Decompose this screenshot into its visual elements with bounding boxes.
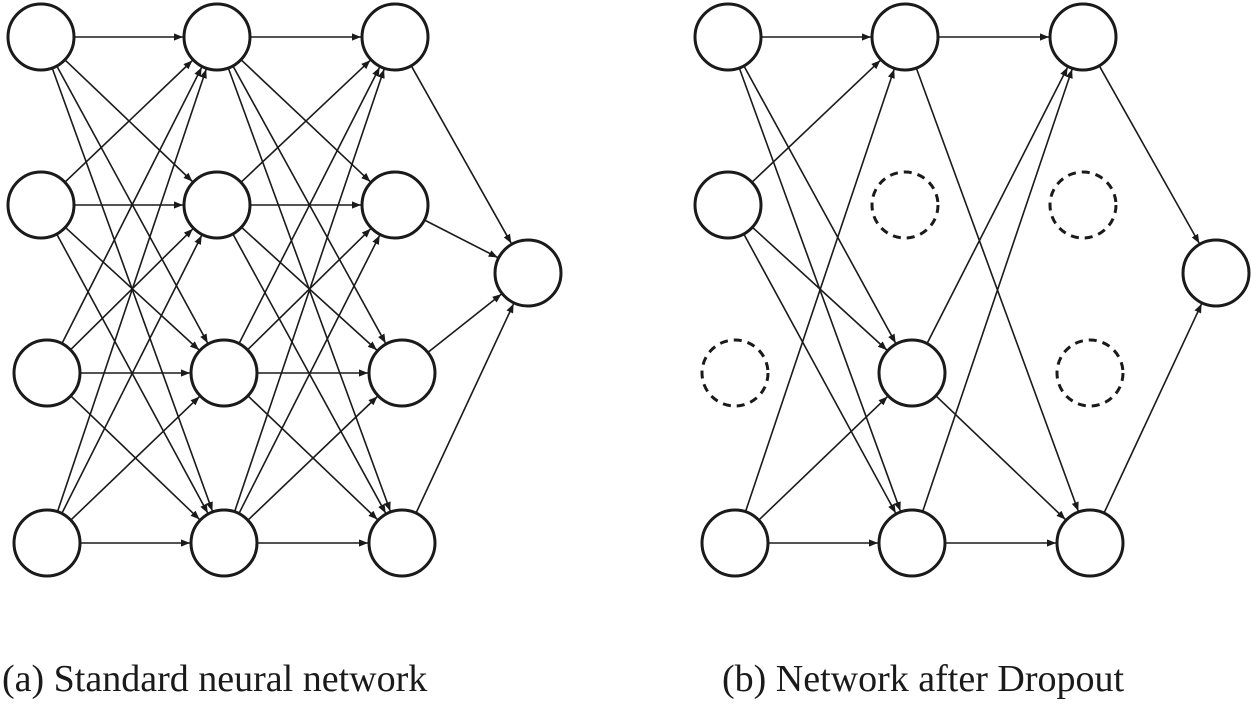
dropout-neuron-L1n0 xyxy=(870,2,940,72)
dropout-connection-L0n3-L1n0 xyxy=(744,68,895,512)
dropout-neuron-L3n0 xyxy=(1181,238,1251,308)
standard-neuron-L1n3 xyxy=(189,508,259,578)
standard-neuron-L2n0 xyxy=(360,2,430,72)
standard-connection-L0n2-L1n0 xyxy=(61,66,203,344)
standard-connection-L1n2-L2n0 xyxy=(238,66,381,344)
dropout-connection-L1n2-L2n0 xyxy=(926,66,1069,344)
standard-connection-L2n0-L3n0 xyxy=(410,65,512,244)
dropout-neuron-L2n0 xyxy=(1048,2,1118,72)
standard-neuron-L0n0 xyxy=(6,2,76,72)
dropout-network-connections xyxy=(738,33,1203,547)
dropout-neuron-L2n3 xyxy=(1055,508,1125,578)
standard-neuron-L3n0 xyxy=(493,238,563,308)
dropout-connection-L0n0-L1n2 xyxy=(743,65,897,344)
standard-connection-L1n3-L2n2 xyxy=(247,395,378,521)
standard-connection-L1n3-L2n1 xyxy=(238,234,381,514)
dropout-connection-L2n3-L3n0 xyxy=(1103,303,1203,514)
dropout-neuron-L1n2 xyxy=(877,338,947,408)
standard-connection-L2n3-L3n0 xyxy=(415,303,515,514)
standard-connection-L2n1-L3n0 xyxy=(424,219,499,259)
standard-network-connections xyxy=(51,33,515,547)
standard-neuron-L0n1 xyxy=(6,170,76,240)
dropout-connection-L0n1-L1n3 xyxy=(743,233,897,514)
dropout-neuron-L1n3 xyxy=(877,508,947,578)
dropout-dropped-neuron-L2n1 xyxy=(1048,170,1118,240)
standard-neuron-L2n2 xyxy=(367,338,437,408)
standard-neuron-L1n0 xyxy=(182,2,252,72)
standard-connection-L2n2-L3n0 xyxy=(427,293,502,354)
caption-standard-network: (a) Standard neural network xyxy=(2,658,428,700)
standard-connection-L0n3-L1n1 xyxy=(61,235,203,514)
standard-neuron-L2n1 xyxy=(360,170,430,240)
dropout-network-neurons xyxy=(693,2,1251,578)
standard-neuron-L2n3 xyxy=(367,508,437,578)
dropout-dropped-neuron-L0n2 xyxy=(700,338,770,408)
dropout-neuron-L0n1 xyxy=(693,170,763,240)
dropout-neuron-L0n0 xyxy=(693,2,763,72)
standard-connection-L0n3-L1n0 xyxy=(56,68,207,512)
standard-connection-L0n3-L1n2 xyxy=(70,396,201,521)
dropout-network xyxy=(693,2,1251,578)
standard-neuron-L0n2 xyxy=(12,338,82,408)
standard-connection-L0n1-L1n0 xyxy=(64,59,193,183)
dropout-connection-L0n3-L1n2 xyxy=(758,396,889,521)
dropout-diagram xyxy=(6,2,1251,578)
dropout-connection-L0n1-L1n0 xyxy=(751,59,881,183)
caption-network-after-dropout: (b) Network after Dropout xyxy=(722,658,1125,700)
standard-network xyxy=(6,2,563,578)
dropout-connection-L1n2-L2n3 xyxy=(935,395,1066,521)
dropout-connection-L2n0-L3n0 xyxy=(1098,65,1200,244)
standard-neuron-L0n3 xyxy=(12,508,82,578)
standard-network-neurons xyxy=(6,2,563,578)
dropout-connection-L1n3-L2n0 xyxy=(921,68,1073,512)
dropout-dropped-neuron-L1n1 xyxy=(870,170,940,240)
dropout-neuron-L0n3 xyxy=(700,508,770,578)
standard-connection-L1n1-L2n0 xyxy=(240,59,371,183)
standard-neuron-L1n1 xyxy=(182,170,252,240)
dropout-dropped-neuron-L2n2 xyxy=(1055,338,1125,408)
standard-neuron-L1n2 xyxy=(189,338,259,408)
standard-connection-L1n3-L2n0 xyxy=(233,68,385,512)
